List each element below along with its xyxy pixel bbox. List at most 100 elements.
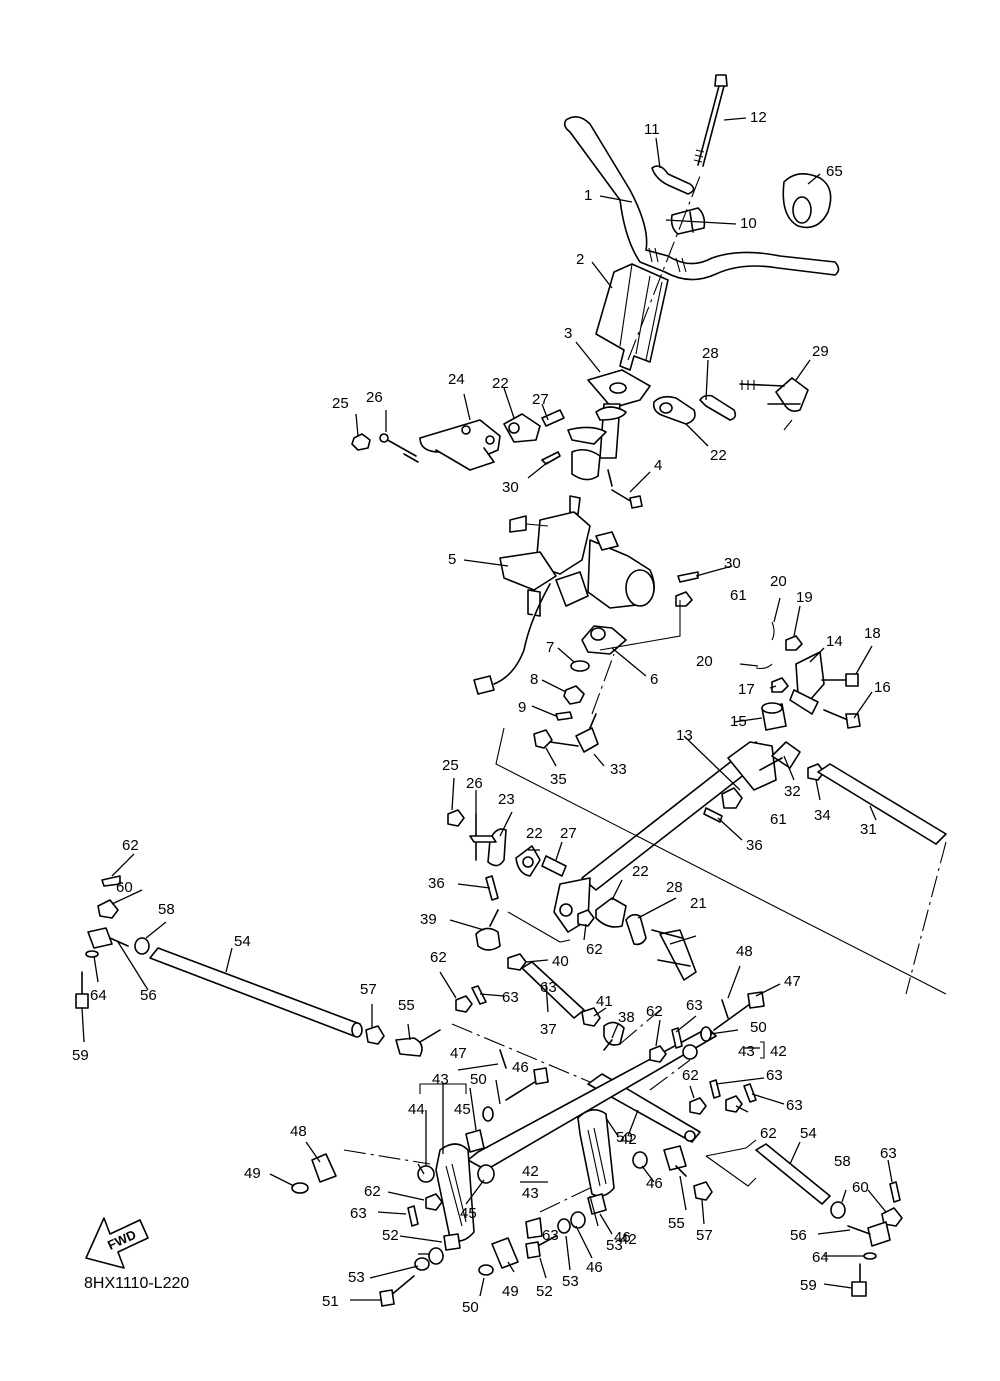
tie-rod-end-32-part (759, 741, 801, 771)
tie-rod-55-left-part (149, 947, 363, 1038)
callout: 62 (364, 1183, 381, 1200)
callout: 15 (730, 713, 747, 730)
lever-23-part (487, 828, 507, 867)
callout: 46 (586, 1259, 603, 1276)
nut-34-part (807, 763, 825, 781)
callout: 30 (724, 555, 741, 572)
cotter-63-lower-left-part (407, 1205, 419, 1227)
callout: 6 (650, 671, 658, 688)
callout: 63 (686, 997, 703, 1014)
callout: 53 (606, 1237, 623, 1254)
callout: 20 (770, 573, 787, 590)
tie-rod-end-39-part (475, 909, 501, 951)
cotter-20b-part (755, 663, 773, 670)
callout: 5 (448, 551, 456, 568)
bolt-52-left-part (379, 1275, 415, 1307)
callout: 34 (814, 807, 831, 824)
pin-48-right-part (721, 999, 729, 1019)
callout: 33 (610, 761, 627, 778)
callout: 57 (696, 1227, 713, 1244)
callout: 64 (90, 987, 107, 1004)
bolt-60-right-part (851, 1263, 867, 1297)
callout: 42 (620, 1131, 637, 1148)
callout: 62 (760, 1125, 777, 1142)
callout: 63 (540, 979, 557, 996)
nut-62-lower-right-part (649, 1045, 743, 1115)
plate-28-lower-part (625, 913, 647, 946)
rod-37-part (521, 961, 585, 1019)
callout: 45 (454, 1101, 471, 1118)
callout: 53 (562, 1273, 579, 1290)
callout: 31 (860, 821, 877, 838)
callout: 55 (398, 997, 415, 1014)
cotter-63-left-part (471, 985, 487, 1005)
callout: 63 (542, 1227, 559, 1244)
callout: 43 (522, 1185, 539, 1202)
tie-rod-55-right-part (755, 1143, 831, 1205)
callout: 26 (466, 775, 483, 792)
pin-9-part (555, 711, 573, 721)
washer-7-part (570, 660, 590, 672)
callout: 61 (770, 811, 787, 828)
callout: 4 (654, 457, 662, 474)
washer-64-left-part (85, 950, 99, 958)
cotter-63-far-left-part (101, 875, 121, 887)
collar-27-mid-part (541, 855, 567, 877)
handlebar-part (563, 116, 840, 281)
callout: 50 (462, 1299, 479, 1316)
callout: 36 (746, 837, 763, 854)
cotter-20-part (771, 621, 775, 641)
callout: 65 (826, 163, 843, 180)
nut-8-part (563, 685, 585, 705)
nut-59-right-part (830, 1201, 846, 1219)
bell-crank-42-part (577, 1109, 615, 1197)
bolt-47-right-part (713, 991, 765, 1031)
bushing-45-part (465, 1129, 485, 1153)
callout: 28 (702, 345, 719, 362)
callout: 48 (290, 1123, 307, 1140)
washer-54-left-part (414, 1257, 430, 1271)
nut-58-right-part (693, 1181, 713, 1201)
callout: 18 (864, 625, 881, 642)
nut-62-mid-part (721, 787, 743, 809)
callout: 62 (646, 1003, 663, 1020)
callout: 22 (526, 825, 543, 842)
callout: 3 (564, 325, 572, 342)
leader-lines (81, 117, 893, 1301)
bushing-22-lower-part (595, 897, 627, 928)
nut-62-shaft-part (577, 909, 595, 927)
callout: 38 (618, 1009, 635, 1026)
bolt-26-mid-part (469, 813, 497, 861)
pin-48-left-part (499, 1049, 507, 1069)
fwd-arrow-icon: FWD (85, 1217, 149, 1269)
callout: 59 (800, 1277, 817, 1294)
collar-upper-left-part (541, 409, 565, 427)
bushing-22-mid-part (515, 845, 541, 877)
callout: 55 (668, 1215, 685, 1232)
handlebar-pad-part (782, 173, 832, 229)
nut-40-part (507, 953, 527, 971)
callout: 26 (366, 389, 383, 406)
callout-labels: 1 2 3 4 5 6 7 8 9 10 11 12 13 14 15 16 1… (72, 109, 897, 1316)
tie-rod-end-33-part (549, 713, 599, 753)
washer-50-mid-right-part (700, 1026, 712, 1042)
callout: 53 (348, 1269, 365, 1286)
bolt-47-left-part (505, 1067, 549, 1101)
callout: 40 (552, 953, 569, 970)
callout: 2 (576, 251, 584, 268)
callout: 58 (834, 1153, 851, 1170)
callout: 30 (502, 479, 519, 496)
bushing-46-mid-right-part (632, 1151, 648, 1169)
nut-59-left-part (134, 937, 150, 955)
cross-shaft-part (553, 741, 777, 933)
callout: 45 (460, 1205, 477, 1222)
bell-crank-44-part (417, 1143, 475, 1242)
nut-62-left-part (455, 995, 473, 1013)
washer-50-right-part (478, 1264, 494, 1276)
callout: 36 (428, 875, 445, 892)
callout: 35 (550, 771, 567, 788)
bracket-21-part (651, 929, 697, 981)
callout: 19 (796, 589, 813, 606)
bolt-52-right-part (525, 1235, 557, 1259)
